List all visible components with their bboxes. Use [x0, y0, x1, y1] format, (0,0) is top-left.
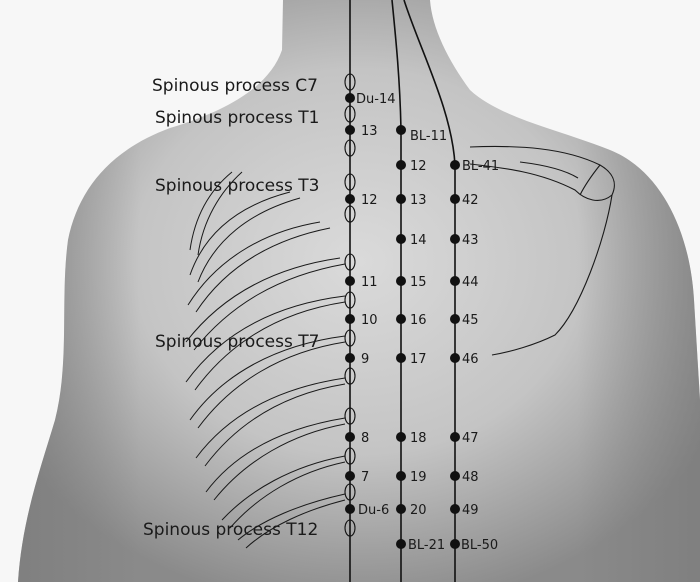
point-gv-9: [345, 353, 355, 363]
point-gv-7: [345, 471, 355, 481]
point-bl21: [396, 539, 406, 549]
point-bl-46: [450, 353, 460, 363]
label-bl-13: 13: [410, 193, 427, 208]
label-bl-42: 42: [462, 193, 479, 208]
point-bl-14: [396, 234, 406, 244]
point-gv-13: [345, 125, 355, 135]
label-bl-19: 19: [410, 470, 427, 485]
label-gv-10: 10: [361, 313, 378, 328]
label-bl-48: 48: [462, 470, 479, 485]
point-bl50: [450, 539, 460, 549]
point-bl-47: [450, 432, 460, 442]
label-spinous-t1: Spinous process T1: [155, 108, 319, 128]
label-gv-8: 8: [361, 431, 369, 446]
point-bl-19: [396, 471, 406, 481]
point-du6: [345, 504, 355, 514]
point-bl-12: [396, 160, 406, 170]
label-spinous-t12: Spinous process T12: [143, 520, 318, 540]
label-bl-47: 47: [462, 431, 479, 446]
label-bl21: BL-21: [408, 538, 445, 553]
point-bl-42: [450, 194, 460, 204]
point-bl11: [396, 125, 406, 135]
label-bl-17: 17: [410, 352, 427, 367]
point-gv-8: [345, 432, 355, 442]
label-spinous-t3: Spinous process T3: [155, 176, 319, 196]
label-spinous-t7: Spinous process T7: [155, 332, 319, 352]
label-bl11: BL-11: [410, 129, 447, 144]
label-du6: Du-6: [358, 503, 389, 518]
label-gv-13: 13: [361, 124, 378, 139]
label-bl-12: 12: [410, 159, 427, 174]
point-bl-17: [396, 353, 406, 363]
point-bl-18: [396, 432, 406, 442]
label-gv-9: 9: [361, 352, 369, 367]
point-bl-20: [396, 504, 406, 514]
point-bl-44: [450, 276, 460, 286]
label-bl-43: 43: [462, 233, 479, 248]
point-bl-13: [396, 194, 406, 204]
label-bl50: BL-50: [461, 538, 498, 553]
label-bl41: BL-41: [462, 159, 499, 174]
label-bl-14: 14: [410, 233, 427, 248]
point-bl-15: [396, 276, 406, 286]
point-bl-49: [450, 504, 460, 514]
label-bl-45: 45: [462, 313, 479, 328]
label-bl-15: 15: [410, 275, 427, 290]
label-gv-12: 12: [361, 193, 378, 208]
label-gv-7: 7: [361, 470, 369, 485]
point-bl41: [450, 160, 460, 170]
point-bl-16: [396, 314, 406, 324]
point-bl-43: [450, 234, 460, 244]
point-gv-12: [345, 194, 355, 204]
point-bl-45: [450, 314, 460, 324]
label-bl-20: 20: [410, 503, 427, 518]
point-du14: [345, 93, 355, 103]
label-bl-16: 16: [410, 313, 427, 328]
label-spinous-c7: Spinous process C7: [152, 76, 318, 96]
label-du14: Du-14: [356, 92, 395, 107]
label-bl-46: 46: [462, 352, 479, 367]
point-gv-10: [345, 314, 355, 324]
point-gv-11: [345, 276, 355, 286]
label-bl-44: 44: [462, 275, 479, 290]
label-gv-11: 11: [361, 275, 378, 290]
point-bl-48: [450, 471, 460, 481]
label-bl-49: 49: [462, 503, 479, 518]
label-bl-18: 18: [410, 431, 427, 446]
